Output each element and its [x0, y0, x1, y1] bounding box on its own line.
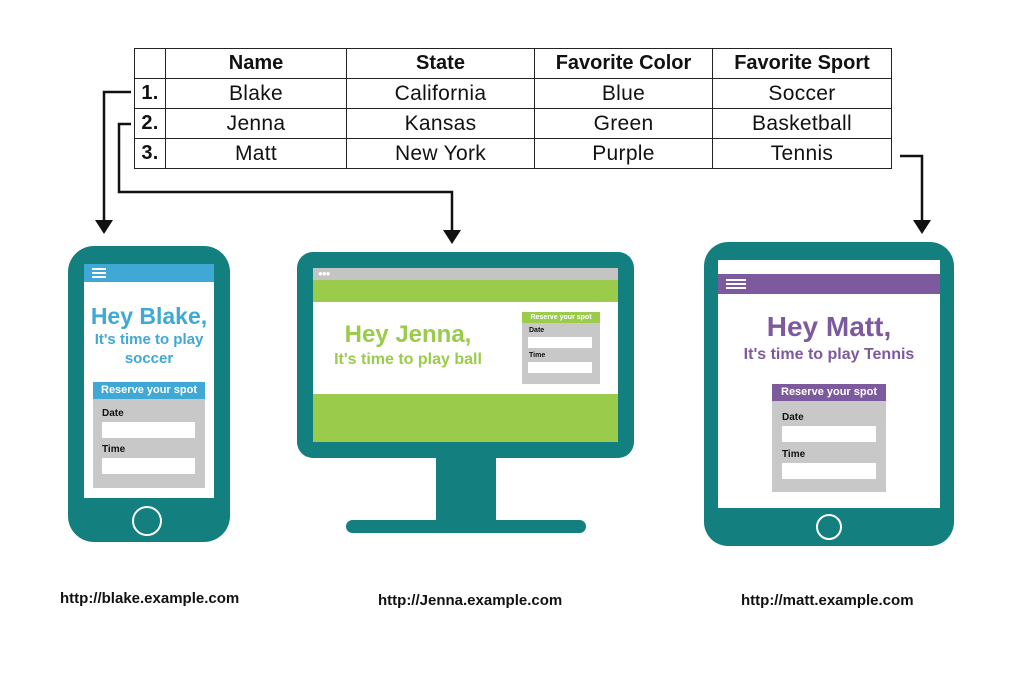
desktop-time-label: Time	[529, 352, 546, 359]
desktop-time-input[interactable]	[528, 362, 592, 373]
tablet-screen: Hey Matt, It's time to play Tennis Reser…	[718, 260, 940, 508]
phone-home-button[interactable]	[132, 506, 162, 536]
desktop-url[interactable]: http://Jenna.example.com	[378, 592, 563, 609]
phone-screen: Hey Blake, It's time to play soccer Rese…	[84, 264, 214, 498]
arrow-row3-to-tablet	[900, 154, 924, 222]
tablet-nav-bar	[718, 274, 940, 294]
desktop-greeting: Hey Jenna,	[344, 321, 472, 348]
tablet-greeting: Hey Matt,	[766, 311, 892, 342]
desktop-form-header: Reserve your spot	[522, 312, 600, 323]
user-data-table: Name State Favorite Color Favorite Sport…	[134, 48, 892, 169]
monitor-neck	[436, 456, 496, 524]
window-controls-icon[interactable]: ●●●	[318, 269, 330, 278]
phone-time-input[interactable]	[102, 458, 195, 474]
tablet-time-input[interactable]	[782, 463, 876, 479]
cell-name: Blake	[165, 78, 347, 109]
table-row: 3. Matt New York Purple Tennis	[134, 138, 892, 169]
phone-message-line2: soccer	[124, 350, 174, 367]
desktop-bottom-band	[313, 394, 618, 442]
table-row: 1. Blake California Blue Soccer	[134, 78, 892, 109]
cell-color: Purple	[534, 138, 713, 169]
tablet-message: It's time to play Tennis	[743, 346, 915, 363]
desktop-screen: ●●● Hey Jenna, It's time to play ball Re…	[313, 268, 618, 442]
row-number: 2.	[134, 108, 166, 139]
phone-greeting: Hey Blake,	[90, 303, 208, 329]
phone-time-label: Time	[102, 444, 126, 455]
phone-message-line1: It's time to play	[94, 331, 204, 348]
tablet-time-label: Time	[782, 449, 806, 460]
tablet-url[interactable]: http://matt.example.com	[741, 592, 914, 609]
desktop-reserve-form: Reserve your spot Date Time	[522, 312, 600, 384]
arrowhead-desktop	[443, 230, 461, 244]
phone-date-input[interactable]	[102, 422, 195, 438]
header-favorite-sport: Favorite Sport	[712, 48, 892, 79]
cell-sport: Basketball	[712, 108, 892, 139]
table-row: 2. Jenna Kansas Green Basketball	[134, 108, 892, 139]
arrow-row2-to-desktop	[117, 122, 454, 232]
cell-name: Jenna	[165, 108, 347, 139]
phone-form-header: Reserve your spot	[93, 382, 205, 399]
arrowhead-tablet	[913, 220, 931, 234]
phone-url[interactable]: http://blake.example.com	[60, 590, 240, 607]
tablet-device: Hey Matt, It's time to play Tennis Reser…	[704, 242, 954, 546]
phone-nav-bar	[84, 264, 214, 282]
desktop-top-band	[313, 280, 618, 302]
phone-date-label: Date	[102, 408, 124, 419]
header-favorite-color: Favorite Color	[534, 48, 713, 79]
phone-device: Hey Blake, It's time to play soccer Rese…	[68, 246, 230, 542]
desktop-date-input[interactable]	[528, 337, 592, 348]
arrow-row1-to-phone	[102, 90, 131, 222]
browser-title-bar: ●●●	[313, 268, 618, 280]
tablet-home-button[interactable]	[816, 514, 842, 540]
monitor-base	[346, 520, 586, 533]
arrowhead-phone	[95, 220, 113, 234]
tablet-form-header: Reserve your spot	[772, 384, 886, 401]
tablet-date-input[interactable]	[782, 426, 876, 442]
tablet-date-label: Date	[782, 412, 804, 423]
hamburger-menu-icon[interactable]	[92, 268, 106, 278]
tablet-reserve-form: Reserve your spot Date Time	[772, 384, 886, 492]
cell-sport: Tennis	[712, 138, 892, 169]
hamburger-menu-icon[interactable]	[726, 279, 746, 289]
desktop-date-label: Date	[529, 327, 545, 334]
desktop-monitor: ●●● Hey Jenna, It's time to play ball Re…	[297, 252, 634, 458]
cell-state: New York	[346, 138, 535, 169]
desktop-message: It's time to play ball	[334, 351, 482, 368]
cell-sport: Soccer	[712, 78, 892, 109]
phone-reserve-form: Reserve your spot Date Time	[93, 382, 205, 488]
